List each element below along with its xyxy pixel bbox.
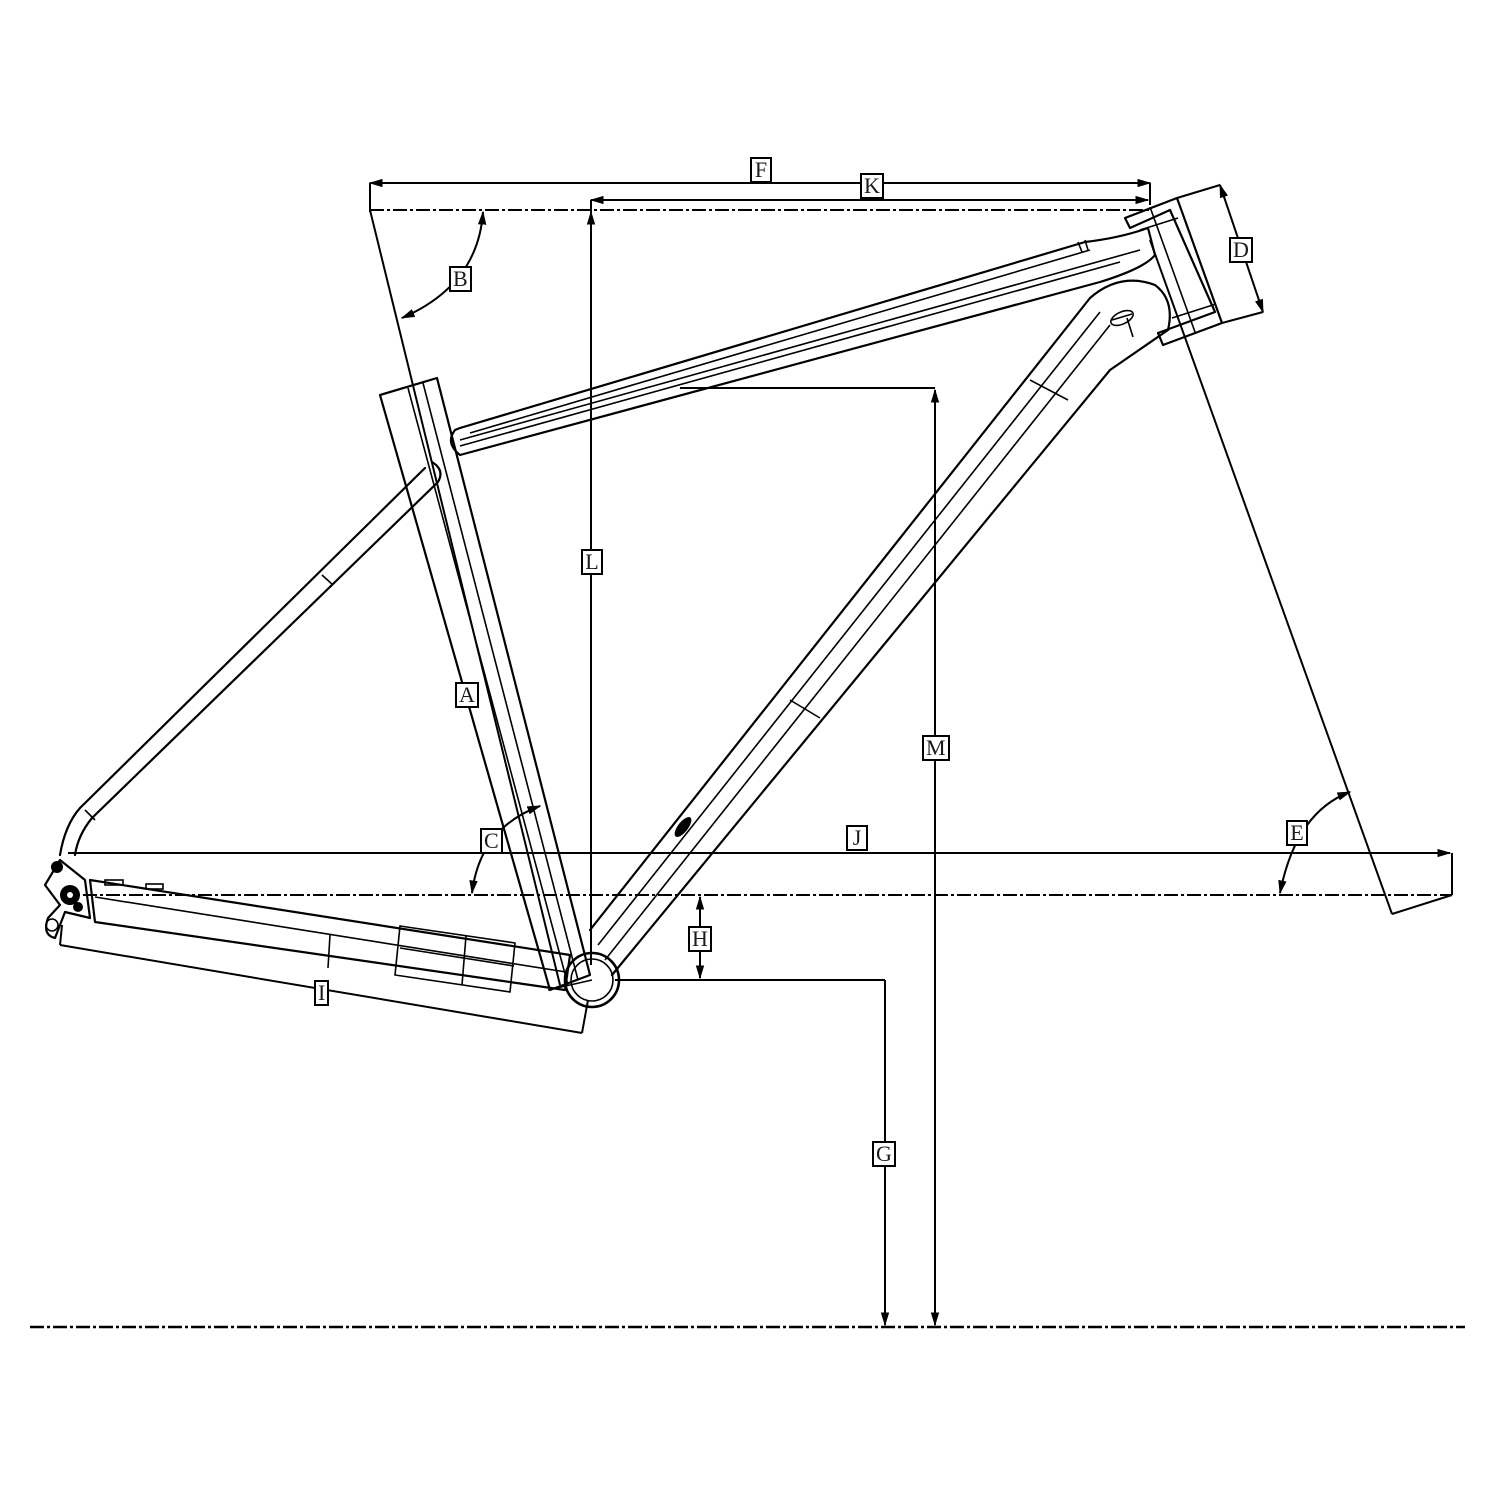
dimension-k — [589, 195, 1150, 212]
chain-stay — [88, 878, 572, 993]
rear-dropout — [43, 858, 92, 940]
bottom-bracket — [547, 951, 621, 1009]
head-tube — [1123, 196, 1224, 347]
dimension-m — [680, 387, 940, 1327]
label-c: C — [480, 828, 503, 854]
label-f: F — [750, 157, 772, 183]
label-l: L — [581, 549, 603, 575]
dimension-f — [368, 178, 1152, 212]
down-tube — [588, 279, 1171, 977]
seat-stay — [58, 460, 442, 857]
label-e: E — [1286, 820, 1308, 846]
seat-tube-axis-extension — [369, 209, 561, 986]
label-m: M — [922, 735, 950, 761]
label-a: A — [455, 682, 479, 708]
label-i: I — [314, 980, 330, 1006]
label-d: D — [1229, 237, 1253, 263]
label-h: H — [688, 926, 712, 952]
dimension-h — [615, 895, 885, 981]
label-j: J — [846, 825, 868, 851]
top-tube — [449, 226, 1157, 457]
dimension-i — [59, 924, 589, 1034]
label-b: B — [449, 266, 472, 292]
label-k: K — [860, 173, 884, 199]
seat-tube — [378, 376, 592, 992]
label-g: G — [872, 1141, 896, 1167]
head-tube-axis-extension — [1149, 239, 1453, 915]
